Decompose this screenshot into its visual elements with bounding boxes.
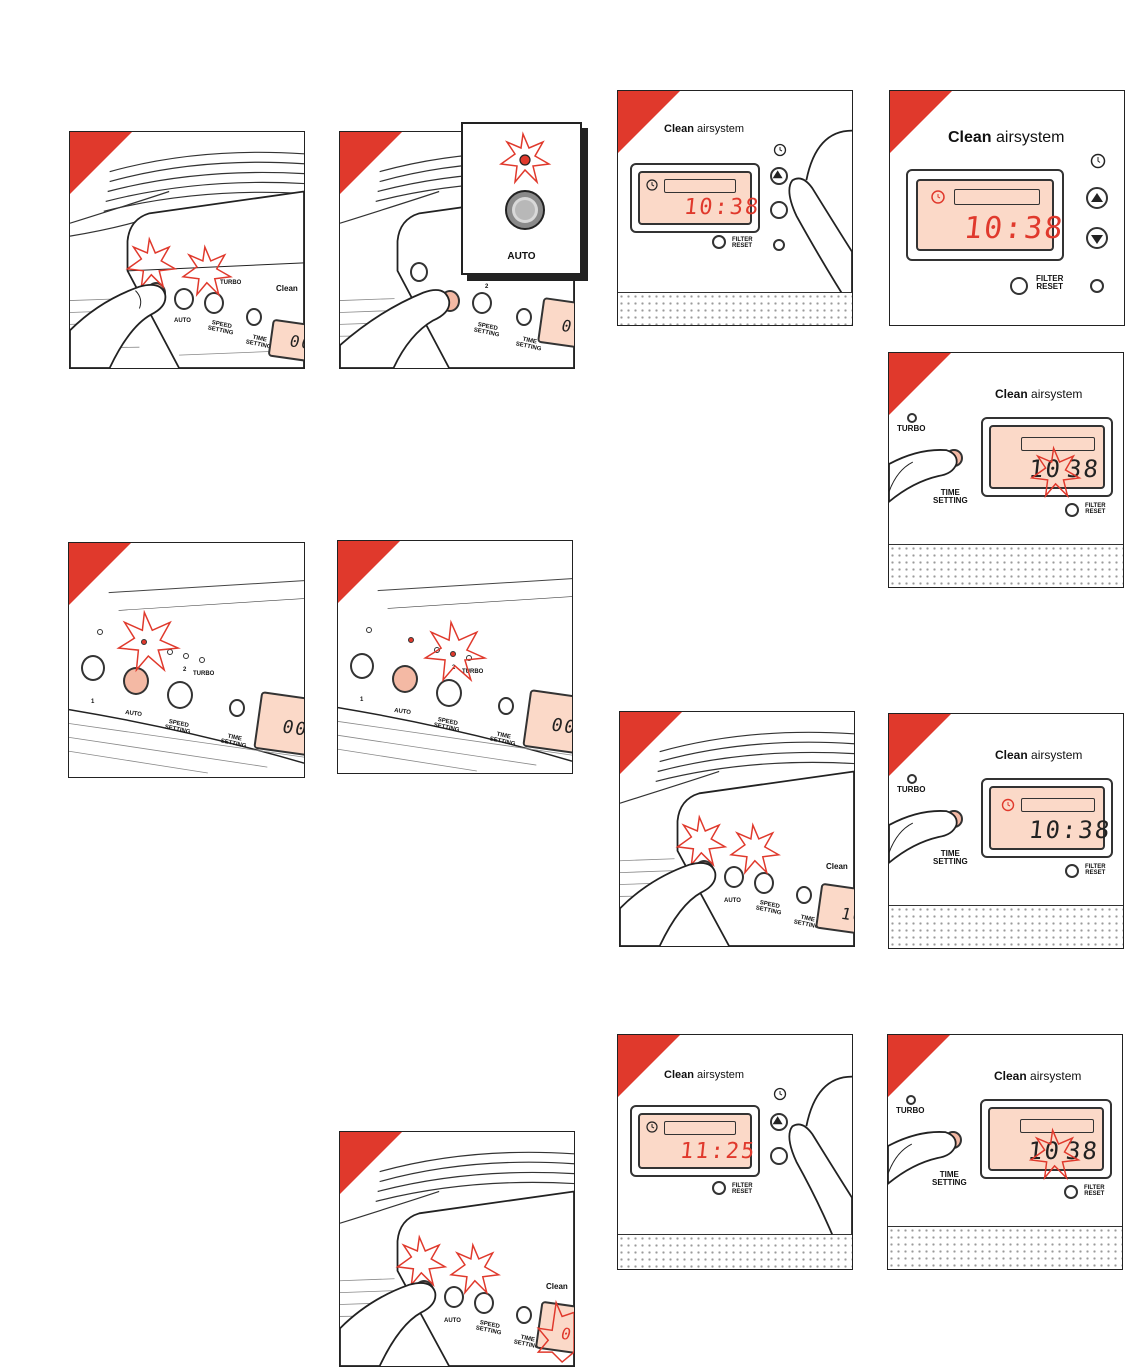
panel-step-time-advance: Clean airsystem 11:25 FILTERRESET: [617, 1034, 853, 1270]
flash-burst-icon: [128, 239, 176, 287]
up-arrow-icon: [1090, 192, 1104, 204]
flash-burst-icon: [678, 817, 726, 865]
flash-burst-icon: [1032, 448, 1080, 496]
lcd-display: 10:38: [916, 179, 1054, 251]
grille-line: [889, 544, 1123, 546]
small-indicator: [1090, 279, 1104, 293]
up-arrow-icon: [773, 1116, 783, 1124]
flash-burst-icon: [538, 1303, 574, 1362]
grille-line: [618, 1234, 852, 1236]
overlay: [69, 543, 304, 777]
finger-icon: [340, 290, 449, 368]
grille: [888, 1227, 1122, 1269]
grille-line: [618, 292, 852, 294]
overlay: [70, 132, 304, 368]
down-arrow-icon: [1090, 233, 1104, 245]
clock-icon: [930, 189, 946, 205]
flash-burst-icon: [425, 622, 484, 680]
up-arrow-icon: [773, 170, 783, 178]
finger-icon: [620, 863, 715, 946]
grille: [889, 545, 1123, 587]
overlay: [620, 712, 854, 946]
finger-icon: [889, 450, 957, 502]
flash-burst-icon: [398, 1237, 446, 1285]
finger-icon: [888, 1132, 956, 1184]
panel-step-speed: 2 TURBO 1 AUTO SPEEDSETTING TIMESETTING …: [337, 540, 573, 774]
auto-inset-callout: AUTO: [461, 122, 582, 275]
grille: [618, 1235, 852, 1269]
auto-led: [520, 155, 530, 165]
inset-auto-label: AUTO: [463, 252, 580, 262]
grille: [889, 906, 1123, 948]
panel-step-set-clock: AUTO SPEEDSETTING TIMESETTING Clean 10: [619, 711, 855, 947]
overlay: [618, 91, 852, 325]
grille: [618, 293, 852, 325]
flash-burst-icon: [451, 1245, 499, 1293]
flash-burst-icon: [119, 612, 178, 670]
finger-icon: [340, 1283, 435, 1366]
panel-display-closeup: Clean airsystem 10:38 FILTERRESET: [889, 90, 1125, 326]
corner-marker: [890, 91, 952, 153]
finger-icon: [889, 811, 957, 863]
clock-icon: [1090, 153, 1106, 169]
grille-line: [889, 905, 1123, 907]
flash-burst-icon: [731, 825, 779, 873]
filter-reset-button[interactable]: [1010, 277, 1028, 295]
lcd-slot: [954, 189, 1040, 205]
overlay: [338, 541, 572, 773]
flash-burst-icon: [1031, 1130, 1079, 1178]
finger-icon: [70, 285, 165, 368]
grille-line: [888, 1226, 1122, 1228]
lcd-frame: 10:38: [906, 169, 1064, 261]
flash-burst-icon: [183, 247, 231, 295]
overlay: [340, 1132, 574, 1366]
brand-mark: Clean airsystem: [948, 129, 1064, 147]
lcd-time: 10:38: [962, 211, 1066, 246]
